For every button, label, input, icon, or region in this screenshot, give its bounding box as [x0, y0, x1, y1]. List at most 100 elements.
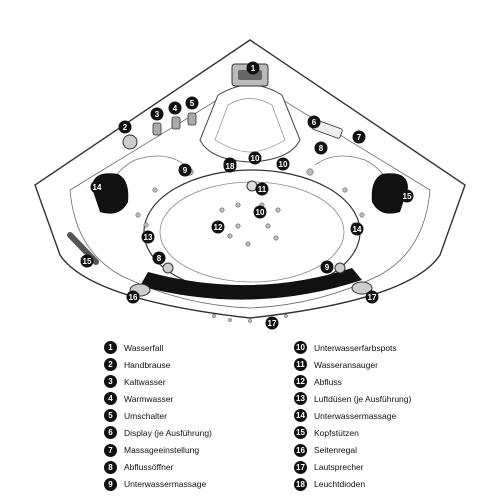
drain [246, 180, 258, 192]
callout-circle [118, 120, 132, 134]
legend-number: 17 [294, 460, 307, 474]
callout-label: 7 [357, 133, 362, 142]
backrest-inner [214, 98, 286, 153]
legend-number: 18 [294, 477, 307, 491]
warm-tap [171, 116, 181, 130]
callout-3: 3 [150, 107, 164, 121]
legend-label: Lautsprecher [314, 462, 364, 473]
callout-6: 6 [307, 115, 321, 129]
callout-10: 10 [248, 151, 262, 165]
legend-number: 7 [104, 443, 117, 457]
callout-circle [253, 205, 267, 219]
callout-16: 16 [126, 290, 140, 304]
callout-15: 15 [400, 189, 414, 203]
callout-circle [211, 220, 225, 234]
legend-number: 8 [104, 460, 117, 474]
legend-label: Unterwassermassage [314, 410, 397, 421]
legend-label: Kaltwasser [124, 376, 166, 387]
callout-label: 3 [155, 110, 160, 119]
legend-label: Abfluss [314, 376, 342, 387]
callout-circle [350, 222, 364, 236]
callout-circle [223, 159, 237, 173]
callout-circle [307, 115, 321, 129]
headrest-right [371, 173, 408, 214]
callout-circle [80, 254, 94, 268]
diverter [187, 112, 197, 126]
callout-label: 18 [226, 162, 235, 171]
callout-5: 5 [185, 96, 199, 110]
callout-14: 14 [350, 222, 364, 236]
legend-number: 1 [104, 341, 117, 354]
legend-label: Warmwasser [124, 393, 174, 404]
callout-2: 2 [118, 120, 132, 134]
callout-label: 4 [173, 104, 178, 113]
legend-item-4: 4 Warmwasser [104, 391, 212, 406]
callout-label: 10 [251, 154, 260, 163]
callout-label: 12 [214, 223, 223, 232]
callout-label: 6 [312, 118, 317, 127]
callout-7: 7 [352, 130, 366, 144]
legend-item-1: 1 Wasserfall [104, 340, 212, 355]
callout-circle [365, 290, 379, 304]
callout-4: 4 [168, 101, 182, 115]
callout-circle [255, 182, 269, 196]
callout-circle [185, 96, 199, 110]
callout-12: 12 [211, 220, 225, 234]
front-jet-left [162, 262, 174, 274]
callout-label: 14 [93, 183, 102, 192]
callout-circle [352, 130, 366, 144]
legend-number: 5 [104, 409, 117, 423]
legend-label: Display (je Ausführung) [124, 427, 212, 438]
callout-label: 9 [183, 166, 188, 175]
callout-label: 8 [157, 254, 162, 263]
callout-18: 18 [223, 159, 237, 173]
callout-circle [90, 180, 104, 194]
callout-label: 8 [319, 144, 324, 153]
callout-circle [320, 260, 334, 274]
legend-item-18: 18 Leuchtdioden [294, 477, 411, 492]
callout-9: 9 [320, 260, 334, 274]
callout-label: 11 [258, 185, 267, 194]
tub-inner-rim [69, 79, 431, 309]
cold-tap [152, 122, 162, 136]
callout-circle [246, 61, 260, 75]
callout-circle [168, 101, 182, 115]
front-led-strip [140, 268, 362, 300]
legend-item-5: 5 Umschalter [104, 408, 212, 423]
callout-label: 2 [123, 123, 128, 132]
legend-label: Unterwassermassage [124, 479, 207, 490]
legend-label: Wasserfall [124, 342, 164, 353]
legend-number: 10 [294, 341, 307, 354]
legend-number: 2 [104, 358, 117, 372]
legend-label: Umschalter [124, 410, 167, 421]
callout-17: 17 [365, 290, 379, 304]
callout-label: 5 [190, 99, 195, 108]
callout-8: 8 [152, 251, 166, 265]
callout-circle [141, 230, 155, 244]
bathtub-diagram: 1234567889991010101112131414151516171718 [34, 39, 466, 330]
callout-label: 1 [251, 64, 256, 73]
callout-circle [152, 251, 166, 265]
legend-number: 16 [294, 443, 307, 457]
callout-circle [314, 141, 328, 155]
callout-label: 17 [368, 293, 377, 302]
callout-10: 10 [253, 205, 267, 219]
legend-label: Leuchtdioden [314, 479, 366, 490]
legend-label: Unterwasserfarbspots [314, 342, 397, 353]
callout-label: 10 [279, 160, 288, 169]
callout-circle [400, 189, 414, 203]
legend-number: 9 [104, 477, 117, 491]
legend-number: 4 [104, 392, 117, 406]
callout-circle [248, 151, 262, 165]
callout-label: 10 [256, 208, 265, 217]
